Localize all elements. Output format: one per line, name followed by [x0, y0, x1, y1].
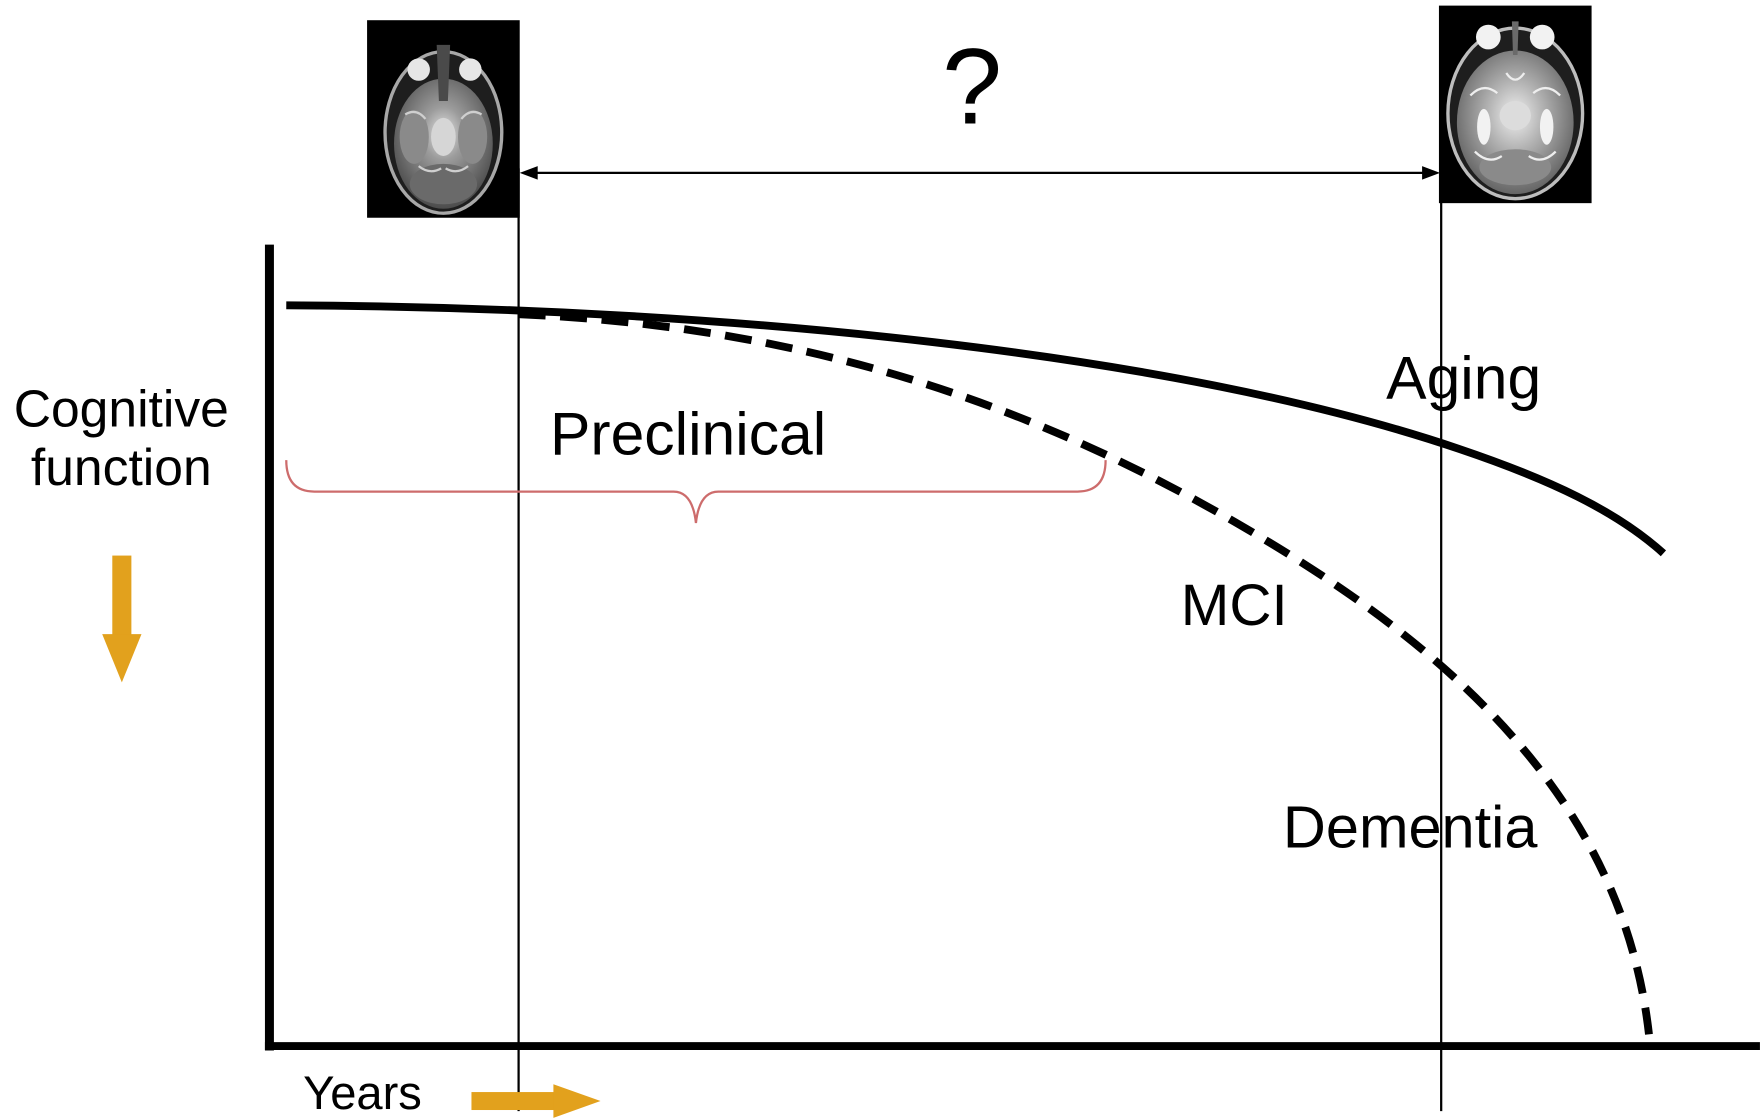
preclinical-label: Preclinical — [550, 400, 826, 468]
arrow-down-head — [102, 634, 142, 683]
right-eye — [1529, 24, 1555, 50]
cerebellum — [409, 163, 478, 205]
sulci — [404, 110, 483, 173]
interval-arrow-right-head — [1422, 166, 1441, 180]
arrow-right-head — [553, 1084, 601, 1118]
double-headed-arrow-icon — [519, 166, 1441, 180]
y-axis-label-line1: Cognitive — [14, 379, 229, 437]
mci-label: MCI — [1181, 573, 1288, 638]
left-temporal-lobe — [399, 109, 429, 164]
nasal-cavity — [436, 44, 451, 102]
left-temporal-horn — [1477, 108, 1491, 145]
right-brain-mri-icon — [1438, 5, 1592, 204]
right-eye — [459, 58, 482, 81]
dementia-curve — [518, 310, 1654, 1045]
y-axis-label-line2: function — [31, 438, 212, 496]
brainstem — [431, 117, 456, 157]
midbrain — [1499, 101, 1531, 131]
aging-curve — [286, 301, 1667, 557]
arrow-right-shaft — [471, 1092, 556, 1111]
right-temporal-horn — [1539, 108, 1554, 145]
sulci — [1469, 72, 1561, 161]
arrow-down-shaft — [112, 555, 132, 637]
dementia-label: Dementia — [1283, 793, 1538, 860]
interval-arrow-left-head — [519, 166, 538, 180]
left-eye — [407, 58, 430, 81]
x-axis-label: Years — [303, 1066, 422, 1119]
arrow-down-icon — [102, 555, 142, 683]
arrow-right-icon — [471, 1084, 601, 1118]
aging-label: Aging — [1386, 343, 1541, 411]
left-eye — [1475, 24, 1501, 50]
cerebellum — [1479, 149, 1552, 186]
preclinical-brace — [285, 460, 1107, 524]
nasal-septum — [1511, 21, 1519, 55]
right-temporal-lobe — [457, 109, 488, 164]
question-mark: ? — [942, 25, 1002, 146]
left-brain-mri-icon — [367, 20, 520, 218]
